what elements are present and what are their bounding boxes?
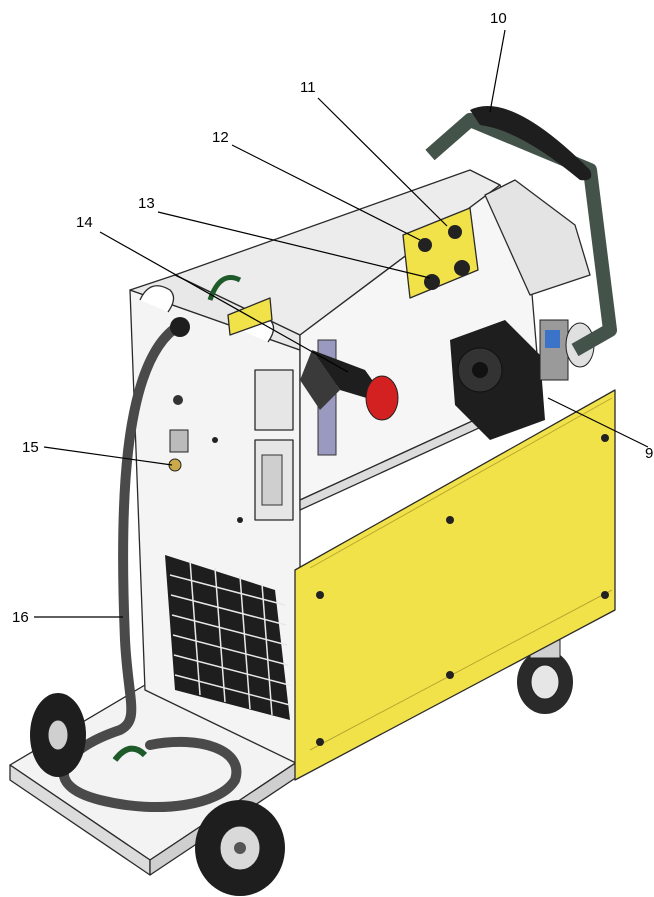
leader-13 (157, 211, 431, 279)
leader-10 (489, 29, 506, 113)
callout-10: 10 (490, 10, 507, 27)
callout-12: 12 (212, 129, 229, 146)
callout-13: 13 (138, 195, 155, 212)
callout-9: 9 (645, 445, 653, 462)
callout-11: 11 (300, 79, 316, 96)
leader-9 (547, 397, 649, 448)
trolley-handle (425, 106, 617, 357)
reel-lock-knob (365, 375, 399, 421)
callout-leaders (34, 29, 649, 618)
leader-11 (317, 97, 448, 227)
front-side-panel (294, 389, 616, 781)
fan-grille (165, 555, 290, 720)
leader-14 (99, 231, 349, 373)
callout-15: 15 (22, 439, 39, 456)
front-wheels (30, 693, 285, 896)
callout-14: 14 (76, 214, 93, 231)
leader-15 (43, 446, 173, 466)
side-panel (129, 274, 301, 766)
leader-12 (231, 144, 421, 241)
wire-reel-hub (300, 350, 399, 421)
callout-labels: 10 11 12 13 14 15 16 9 (12, 10, 653, 626)
wire-feeder (450, 319, 595, 440)
callout-16: 16 (12, 609, 29, 626)
